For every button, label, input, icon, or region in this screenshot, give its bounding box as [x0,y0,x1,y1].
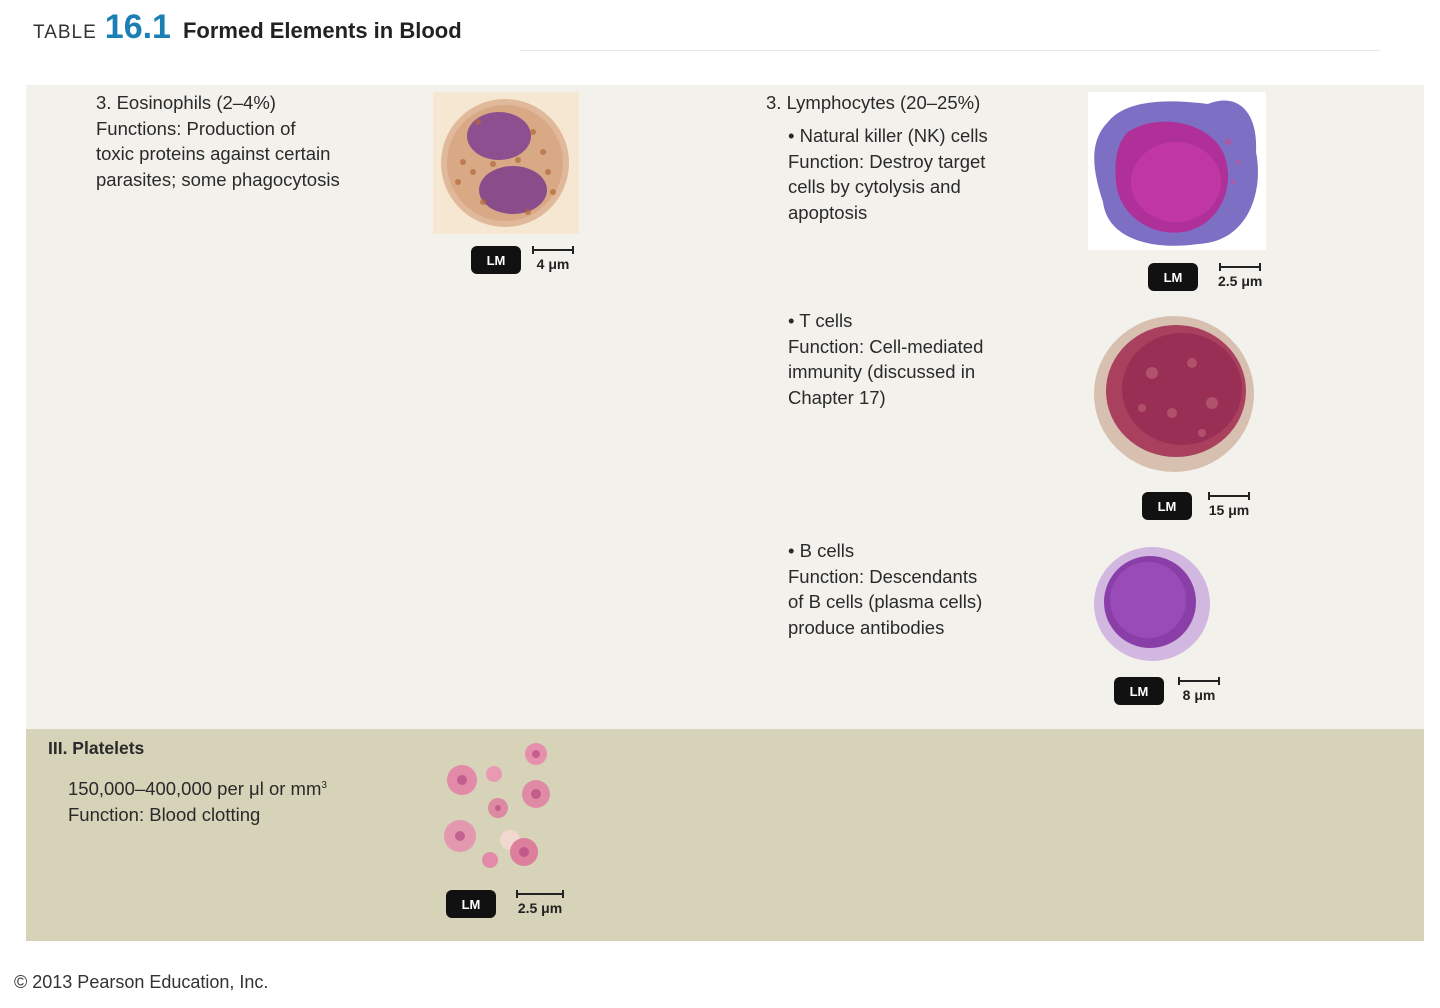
eosinophils-line: toxic proteins against certain [96,143,331,164]
t-cells-text: • T cells Function: Cell-mediated immuni… [788,308,983,410]
b-cells-text: • B cells Function: Descendants of B cel… [788,538,982,640]
scale-bar: 4 μm [532,246,574,272]
b-cells-line: of B cells (plasma cells) [788,591,983,612]
b-cells-line: • B cells [788,540,855,561]
nk-cell-micrograph [1088,92,1266,250]
t-cell-micrograph [1094,316,1254,472]
lm-badge: LM [1114,677,1164,705]
scale-label: 15 μm [1208,502,1250,518]
nk-cells-text: • Natural killer (NK) cells Function: De… [788,123,988,225]
lm-badge: LM [471,246,521,274]
b-cell-micrograph [1094,547,1210,661]
copyright-notice: © 2013 Pearson Education, Inc. [14,972,269,992]
platelets-count-superscript: 3 [321,780,327,791]
platelets-count-value: 150,000–400,000 per μl or mm [68,778,322,800]
nk-cells-line: • Natural killer (NK) cells [788,125,988,146]
eosinophil-micrograph [433,92,579,234]
eosinophils-heading: 3. Eosinophils (2–4%) [96,92,276,113]
platelets-heading: III. Platelets [48,738,145,758]
platelets-micrograph [444,743,550,868]
nk-cells-line: cells by cytolysis and [788,176,961,197]
header-divider [520,50,1380,51]
platelets-count: 150,000–400,000 per μl or mm3 [68,773,327,802]
t-cells-line: Chapter 17) [788,386,886,408]
lymphocytes-heading: 3. Lymphocytes (20–25%) [766,92,981,113]
scale-bar: 2.5 μm [1218,263,1262,289]
table-number: 16.1 [104,8,171,46]
table-label: TABLE [33,22,97,43]
nk-cells-line: Function: Destroy target [788,150,986,172]
t-cells-line: Function: Cell-mediated [788,335,984,357]
platelets-text: 150,000–400,000 per μl or mm3 Function: … [68,773,327,827]
platelets-panel [26,729,1424,941]
b-cells-line: produce antibodies [788,616,945,638]
t-cells-line: immunity (discussed in [788,361,976,382]
t-cells-line: • T cells [788,310,853,331]
scale-bar: 2.5 μm [516,890,564,916]
table-title: Formed Elements in Blood [182,18,462,43]
scale-bar: 8 μm [1178,677,1220,703]
scale-label: 4 μm [536,256,570,272]
eosinophils-line: parasites; some phagocytosis [96,168,340,190]
table-header: TABLE 16.1 Formed Elements in Blood [33,8,462,47]
scale-label: 2.5 μm [517,900,563,916]
platelets-function: Function: Blood clotting [68,803,261,825]
scale-label: 8 μm [1182,687,1216,703]
lm-badge: LM [1142,492,1192,520]
scale-bar: 15 μm [1208,492,1250,518]
eosinophils-line: Functions: Production of [96,117,296,139]
b-cells-line: Function: Descendants [788,565,978,587]
scale-label: 2.5 μm [1218,273,1263,289]
lm-badge: LM [1148,263,1198,291]
nk-cells-line: apoptosis [788,201,868,223]
lm-badge: LM [446,890,496,918]
eosinophils-text: 3. Eosinophils (2–4%) Functions: Product… [96,90,340,192]
